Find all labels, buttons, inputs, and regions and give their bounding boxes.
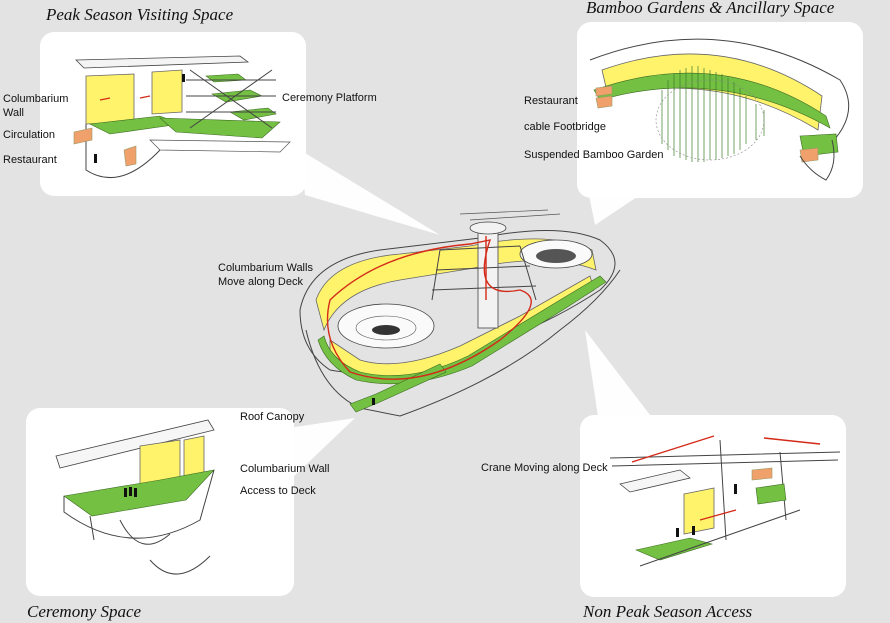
peak-season-title: Peak Season Visiting Space (46, 5, 234, 24)
central-columbarium-walls-label: Columbarium Walls Move along Deck (218, 262, 313, 288)
non-peak-access-title: Non Peak Season Access (583, 602, 753, 621)
bamboo-gardens-title: Bamboo Gardens & Ancillary Space (586, 0, 835, 17)
peak-restaurant-label: Restaurant (3, 154, 57, 166)
peak-circulation-label: Circulation (3, 129, 55, 141)
ceremony-space-title: Ceremony Space (27, 602, 142, 621)
peak-ceremony-platform-label: Ceremony Platform (282, 92, 377, 104)
ceremony-roof-canopy-label: Roof Canopy (240, 411, 305, 423)
bamboo-restaurant-label: Restaurant (524, 95, 578, 107)
nonpeak-crane-moving-label: Crane Moving along Deck (481, 462, 608, 474)
ceremony-access-to-deck-label: Access to Deck (240, 485, 316, 497)
peak-columbarium-wall-label: Columbarium Wall (3, 93, 69, 119)
bamboo-cable-footbridge-label: cable Footbridge (524, 121, 606, 133)
bamboo-cluster (661, 66, 765, 162)
bamboo-suspended-garden-label: Suspended Bamboo Garden (524, 149, 664, 161)
ceremony-columbarium-wall-label: Columbarium Wall (240, 463, 330, 475)
